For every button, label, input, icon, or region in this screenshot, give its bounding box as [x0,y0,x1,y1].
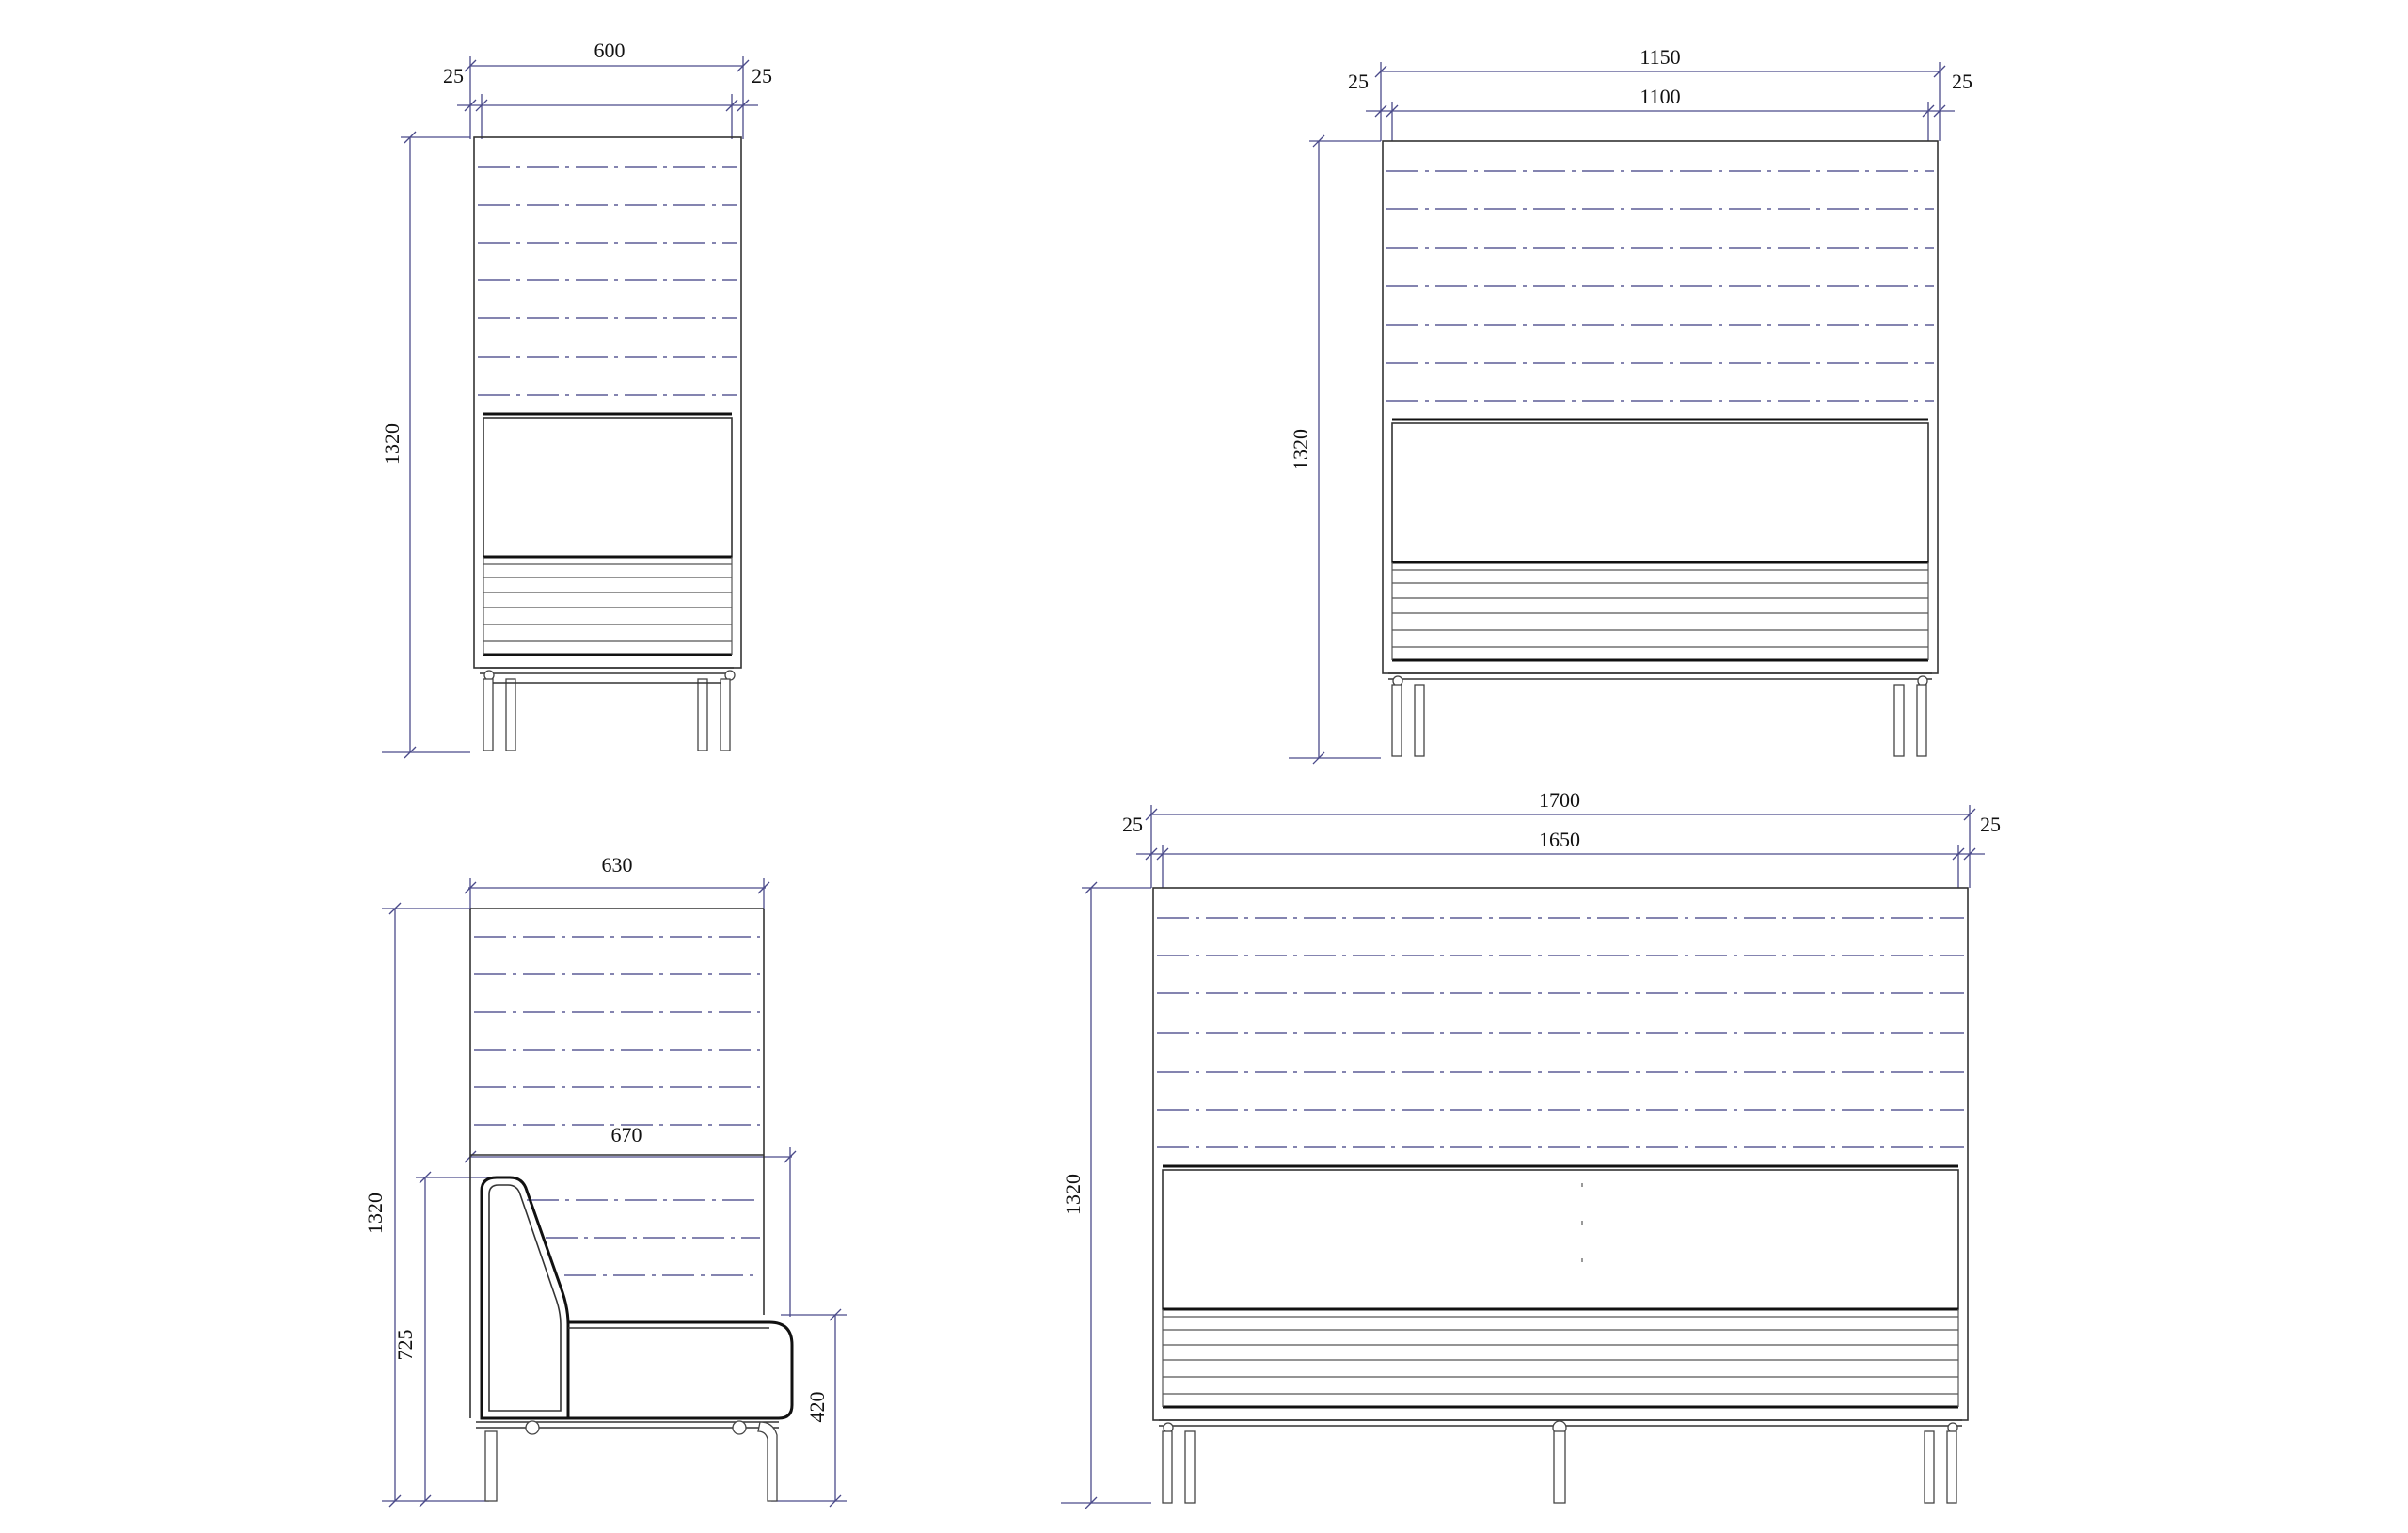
double-height-dimension: 1320 [1289,134,1381,765]
single-front-view: 600 25 25 1320 [380,39,772,759]
side-panel-depth-label: 630 [602,853,633,877]
single-backrest [483,412,733,558]
triple-right-margin-label: 25 [1980,813,2001,836]
double-base-frame [1388,672,1932,757]
side-seat-height-label: 420 [805,1392,829,1423]
double-overall-width-label: 1150 [1640,45,1680,69]
single-overall-width-label: 600 [594,39,626,62]
double-right-margin-label: 25 [1952,70,1972,93]
side-panel-depth-dimension: 630 [464,853,770,910]
double-inner-dimension: 1100 25 25 [1348,70,1972,141]
single-inner-dimension: 25 25 [443,64,772,139]
triple-seat-cushion [1162,1307,1959,1409]
double-backrest [1391,418,1929,563]
double-screen-panel [1382,140,1939,674]
single-right-margin-label: 25 [752,64,772,87]
side-seat-height-dimension: 420 [771,1308,847,1508]
single-screen-panel [473,136,742,669]
side-back-height-dimension: 725 [393,1171,489,1508]
single-width-dimension: 600 [464,39,750,139]
triple-backrest [1162,1164,1959,1310]
single-height-dimension: 1320 [380,131,470,759]
single-seat-cushion [483,555,733,656]
side-height-dimension: 1320 [363,902,489,1508]
double-left-margin-label: 25 [1348,70,1369,93]
side-view: 630 670 1320 725 [363,853,847,1508]
double-seat-cushion [1391,561,1929,662]
double-front-view: 1150 1100 25 25 1320 [1289,45,1972,765]
double-width-dimension: 1150 [1374,45,1946,141]
triple-screen-panel [1152,887,1969,1421]
side-seat-depth-label: 670 [611,1123,642,1146]
single-base-frame [480,667,736,751]
side-back-height-label: 725 [393,1330,417,1361]
triple-front-view: 1700 1650 25 25 1320 [1061,788,2001,1509]
side-height-label: 1320 [363,1193,387,1234]
triple-left-margin-label: 25 [1122,813,1143,836]
side-seat-depth-dimension: 670 [464,1123,797,1317]
double-inner-width-label: 1100 [1640,85,1680,108]
triple-height-label: 1320 [1061,1174,1085,1215]
triple-width-dimension: 1700 [1145,788,1976,888]
triple-base-frame [1159,1419,1962,1504]
triple-inner-dimension: 1650 25 25 [1122,813,2001,888]
triple-overall-width-label: 1700 [1539,788,1580,812]
side-chair-profile [476,1176,794,1502]
single-left-margin-label: 25 [443,64,464,87]
triple-height-dimension: 1320 [1061,881,1151,1509]
side-screen-panel [469,908,765,1418]
single-height-label: 1320 [380,423,404,465]
triple-inner-width-label: 1650 [1539,828,1580,851]
double-height-label: 1320 [1289,429,1312,470]
